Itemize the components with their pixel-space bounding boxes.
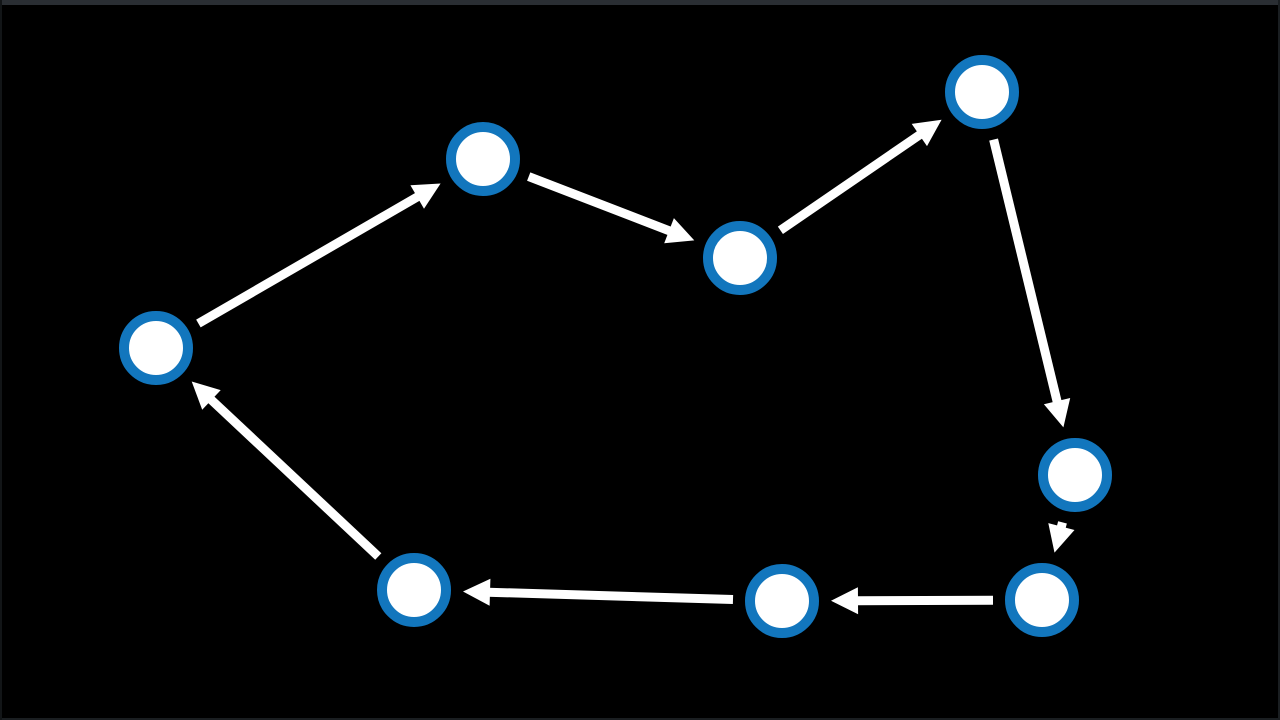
graph-node [119,311,193,385]
arrowhead-icon [1048,523,1075,553]
graph-node [745,564,819,638]
edge-shaft [196,192,422,328]
graph-edge-arrow [463,578,734,606]
graph-node [1038,438,1112,512]
arrowhead-icon [410,183,441,209]
edge-shaft [989,138,1062,405]
graph-edge-arrow [989,138,1071,428]
graph-edge-arrow [191,381,382,560]
graph-node [1005,563,1079,637]
graph-edge-arrow [527,172,695,244]
frame-top-border [0,0,1280,5]
arrowhead-icon [911,119,942,147]
frame-bottom-border [0,718,1280,720]
graph-edge-arrow [1048,521,1075,553]
arrowhead-icon [191,381,221,410]
graph-node [377,553,451,627]
edge-shaft [855,595,994,606]
edge-shaft [206,395,382,560]
edge-shaft [527,172,673,236]
graph-node [945,55,1019,129]
edge-shaft [487,587,734,604]
arrowhead-icon [831,587,859,615]
graph-edge-arrow [777,119,942,235]
graph-edge-arrow [196,183,441,328]
arrowhead-icon [463,578,491,606]
graph-edge-arrow [831,587,994,615]
edge-shaft [777,130,924,235]
arrowhead-icon [1043,398,1071,428]
graph-node [703,221,777,295]
arrowhead-icon [664,218,695,244]
frame-left-border [0,0,2,720]
frame-right-border [1278,0,1280,720]
graph-node [446,122,520,196]
